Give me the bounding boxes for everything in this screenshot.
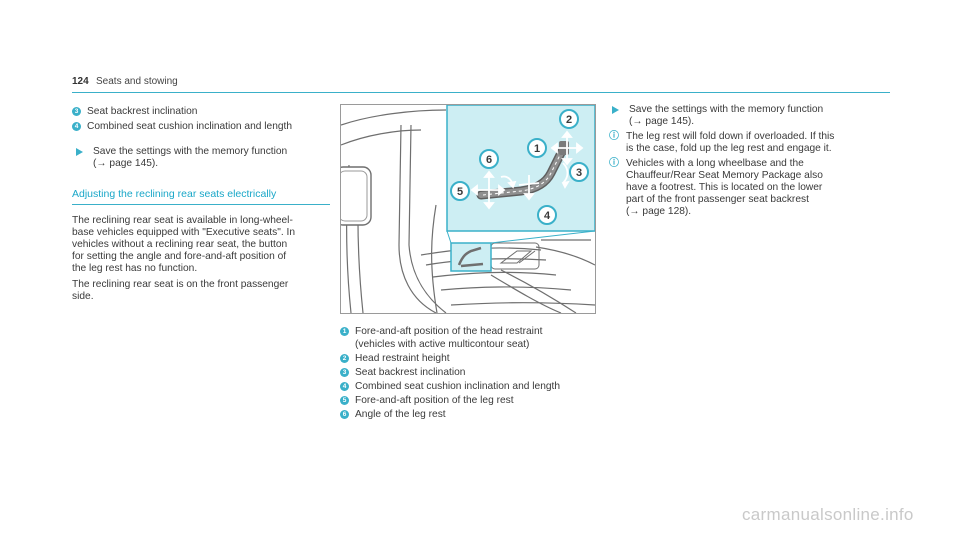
section-divider (72, 204, 330, 205)
legend-item: 1 Fore-and-aft position of the head rest… (340, 326, 610, 338)
direction-arrows (470, 130, 584, 210)
info-note: ⓘ Vehicles with a long wheelbase and the… (608, 158, 868, 218)
page-reference-link[interactable]: (→ page 145). (93, 158, 159, 169)
left-column: 3 Seat backrest inclination 4 Combined s… (72, 106, 330, 303)
seat-adjustment-illustration: 1 2 3 4 5 6 (340, 104, 596, 314)
callout-1: 1 (534, 143, 540, 155)
info-line: Vehicles with a long wheelbase and the (626, 158, 804, 169)
legend-text: Seat backrest inclination (355, 367, 466, 378)
callout-5: 5 (457, 186, 463, 198)
legend-text: (vehicles with active multicontour seat) (355, 339, 530, 350)
info-icon: ⓘ (609, 158, 619, 169)
legend-text: Angle of the leg rest (355, 409, 446, 420)
section-title: Adjusting the reclining rear seats elect… (72, 188, 277, 200)
list-item: 4 Combined seat cushion inclination and … (72, 121, 330, 133)
door-panel-drawing: 1 2 3 4 5 6 (341, 105, 595, 313)
info-line: have a footrest. This is located on the … (626, 182, 823, 193)
step-arrow-icon (612, 106, 619, 114)
list-item: 3 Seat backrest inclination (72, 106, 330, 118)
instruction-step: Save the settings with the memory functi… (72, 146, 330, 170)
list-item-text: Seat backrest inclination (87, 106, 198, 117)
info-line: Chauffeur/Rear Seat Memory Package also (626, 170, 823, 181)
callout-badge: 4 (72, 122, 81, 131)
paragraph-line: for setting the angle and fore-and-aft p… (72, 251, 287, 262)
legend-item: (vehicles with active multicontour seat) (340, 339, 610, 351)
callout-badge: 3 (72, 107, 81, 116)
paragraph-line: The reclining rear seat is on the front … (72, 279, 289, 290)
info-line: is the case, fold up the leg rest and en… (626, 143, 832, 154)
seat-switch-highlight (450, 242, 492, 272)
instruction-step: Save the settings with the memory functi… (608, 104, 868, 128)
paragraph-line: The reclining rear seat is available in … (72, 215, 293, 226)
right-column: Save the settings with the memory functi… (608, 104, 868, 218)
paragraph-line: base vehicles equipped with "Executive s… (72, 227, 295, 238)
instruction-text: Save the settings with the memory functi… (93, 146, 288, 157)
legend-text: Fore-and-aft position of the leg rest (355, 395, 514, 406)
callout-badge: 5 (340, 396, 349, 405)
callout-badge: 3 (340, 368, 349, 377)
paragraph-line: vehicles without a reclining rear seat, … (72, 239, 288, 250)
instruction-text: Save the settings with the memory functi… (629, 104, 824, 115)
list-item-text: Combined seat cushion inclination and le… (87, 121, 293, 132)
paragraph-line: side. (72, 291, 94, 302)
mirror-shape (341, 166, 372, 226)
callout-4: 4 (544, 210, 551, 222)
watermark: carmanualsonline.info (742, 505, 914, 524)
info-line: The leg rest will fold down if overloade… (626, 131, 835, 142)
figure-legend: 1 Fore-and-aft position of the head rest… (340, 326, 610, 421)
step-arrow-icon (76, 148, 83, 156)
paragraph-line: the leg rest has no function. (72, 263, 198, 274)
info-note: ⓘ The leg rest will fold down if overloa… (608, 131, 868, 155)
page-reference-link[interactable]: (→ page 128). (626, 206, 692, 217)
legend-text: Head restraint height (355, 353, 450, 364)
callout-badge: 4 (340, 382, 349, 391)
callout-badge: 2 (340, 354, 349, 363)
page-number: 124 (72, 76, 89, 87)
legend-item: 3 Seat backrest inclination (340, 367, 610, 379)
page-reference-link[interactable]: (→ page 145). (629, 116, 695, 127)
legend-item: 5 Fore-and-aft position of the leg rest (340, 395, 610, 407)
paragraph: The reclining rear seat is available in … (72, 215, 330, 275)
callout-2: 2 (566, 114, 572, 126)
legend-item: 6 Angle of the leg rest (340, 409, 610, 421)
page-header: 124 Seats and stowing (72, 72, 890, 93)
legend-text: Fore-and-aft position of the head restra… (355, 326, 543, 337)
callout-badge: 6 (340, 410, 349, 419)
callout-badge: 1 (340, 327, 349, 336)
legend-item: 2 Head restraint height (340, 353, 610, 365)
info-icon: ⓘ (609, 131, 619, 142)
legend-text: Combined seat cushion inclination and le… (355, 381, 561, 392)
callout-6: 6 (486, 154, 492, 166)
figure-callouts: 1 2 3 4 5 6 (450, 109, 589, 225)
paragraph: The reclining rear seat is on the front … (72, 279, 330, 303)
info-line: part of the front passenger seat backres… (626, 194, 809, 205)
callout-3: 3 (576, 167, 582, 179)
header-title: Seats and stowing (96, 76, 178, 87)
legend-item: 4 Combined seat cushion inclination and … (340, 381, 610, 393)
